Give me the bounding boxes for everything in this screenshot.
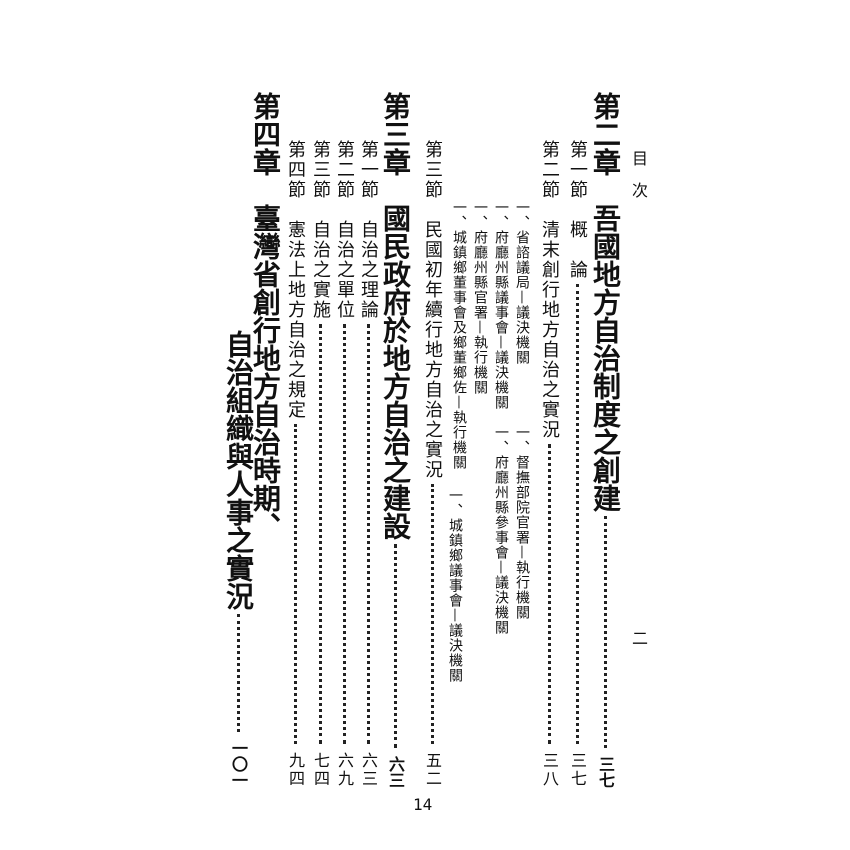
toc-entry-section[interactable]: 第二節 清末創行地方自治之實況三八	[538, 140, 560, 788]
entry-page: 三七	[568, 752, 587, 788]
leader-dots	[236, 614, 240, 732]
leader-dots	[547, 444, 551, 744]
entry-label: 第四章 臺灣省創行地方自治時期、	[249, 92, 282, 540]
entry-page: 一〇一	[229, 740, 248, 788]
entry-page: 六三	[359, 752, 378, 788]
toc-subitem: 一、府廳州縣官署—執行機關	[472, 200, 488, 395]
leader-dots	[575, 284, 579, 744]
toc-subitem: 一、城鎮鄉董事會及鄉董鄉佐—執行機關	[451, 200, 467, 470]
toc-entry-section[interactable]: 第三節 自治之實施七四	[309, 140, 331, 788]
leader-dots	[342, 324, 346, 744]
toc-entry-chapter-4-continued[interactable]: 自治組織與人事之實況一〇一	[222, 330, 255, 788]
entry-page: 三七	[596, 756, 615, 788]
page-number: 14	[413, 795, 433, 814]
toc-entry-chapter-4[interactable]: 第四章 臺灣省創行地方自治時期、	[249, 92, 282, 540]
entry-page: 九四	[286, 752, 305, 788]
entry-label: 第三節 自治之實施	[310, 140, 331, 320]
toc-subitem: 一、府廳州縣參事會—議決機關	[493, 425, 509, 635]
leader-dots	[393, 544, 397, 748]
entry-label: 第二節 自治之單位	[334, 140, 355, 320]
entry-label: 自治組織與人事之實況	[222, 330, 255, 610]
entry-page: 六三	[386, 756, 405, 788]
leader-dots	[293, 424, 297, 744]
entry-label: 第二章 吾國地方自治制度之創建	[589, 92, 622, 512]
toc-header-title: 目 次	[629, 150, 648, 198]
entry-page: 六九	[335, 752, 354, 788]
entry-label: 第一節 自治之理論	[358, 140, 379, 320]
entry-label: 第一節 概 論	[567, 140, 588, 280]
leader-dots	[366, 324, 370, 744]
toc-entry-section[interactable]: 第三節 民國初年續行地方自治之實況五二	[421, 140, 443, 788]
toc-entry-chapter-3[interactable]: 第三章 國民政府於地方自治之建設六三	[379, 92, 412, 788]
header-page-label: 二	[629, 630, 648, 646]
toc-entry-section[interactable]: 第二節 自治之單位六九	[333, 140, 355, 788]
toc-subitem: 一、府廳州縣議事會—議決機關	[493, 200, 509, 410]
toc-subitem: 一、省諮議局—議決機關	[514, 200, 530, 365]
entry-page: 七四	[311, 752, 330, 788]
toc-entry-chapter-2[interactable]: 第二章 吾國地方自治制度之創建三七	[589, 92, 622, 788]
leader-dots	[318, 324, 322, 744]
toc-entry-section[interactable]: 第四節 憲法上地方自治之規定九四	[284, 140, 306, 788]
entry-label: 第三章 國民政府於地方自治之建設	[379, 92, 412, 540]
toc-entry-section[interactable]: 第一節 概 論三七	[566, 140, 588, 788]
entry-label: 第三節 民國初年續行地方自治之實況	[422, 140, 443, 480]
leader-dots	[603, 516, 607, 748]
toc-subitem: 一、城鎮鄉議事會—議決機關	[447, 488, 463, 683]
leader-dots	[430, 484, 434, 744]
entry-label: 第二節 清末創行地方自治之實況	[539, 140, 560, 440]
entry-page: 三八	[540, 752, 559, 788]
toc-entry-section[interactable]: 第一節 自治之理論六三	[357, 140, 379, 788]
entry-label: 第四節 憲法上地方自治之規定	[285, 140, 306, 420]
toc-subitem: 一、督撫部院官署—執行機關	[514, 425, 530, 620]
entry-page: 五二	[423, 752, 442, 788]
